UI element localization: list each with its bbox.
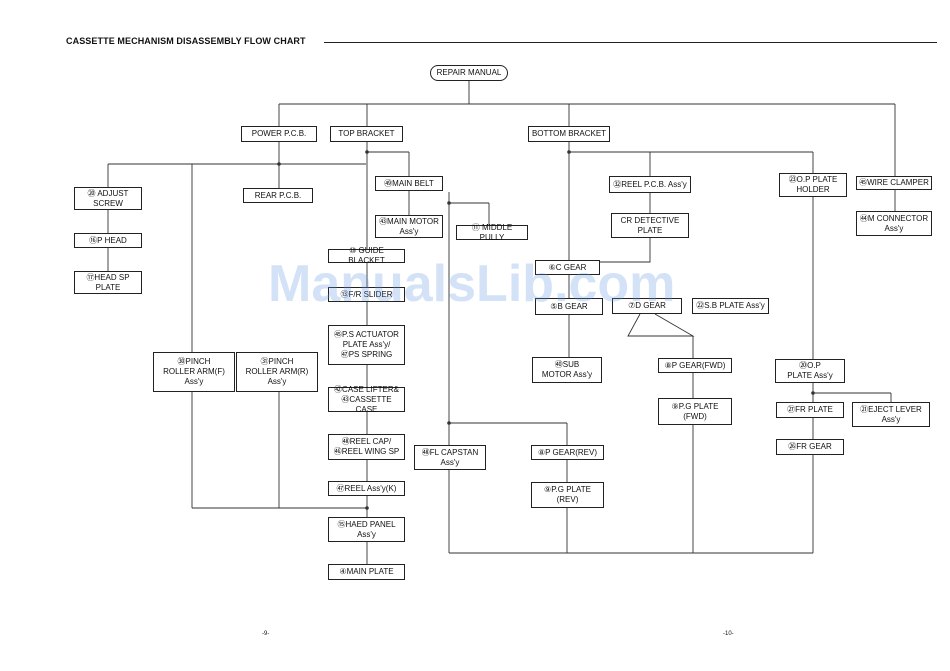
node-eject-lever: ㉑EJECT LEVER Ass'y	[852, 402, 930, 427]
node-sub-motor: ㊵SUB MOTOR Ass'y	[532, 357, 602, 383]
title-rule	[324, 42, 937, 43]
page-number-right: -10-	[723, 631, 734, 637]
node-adjust-screw: ⑳ ADJUST SCREW	[74, 187, 142, 210]
node-pinch-roller-f: ㉚PINCH ROLLER ARM(F) Ass'y	[153, 352, 235, 392]
node-pinch-roller-r: ㉛PINCH ROLLER ARM(R) Ass'y	[236, 352, 318, 392]
node-pg-plate-fwd: ⑨P.G PLATE (FWD)	[658, 398, 732, 425]
node-pg-plate-rev: ⑨P.G PLATE (REV)	[531, 482, 604, 508]
node-ps-actuator: ㊺P.S ACTUATOR PLATE Ass'y/ ㊼PS SPRING	[328, 325, 405, 365]
page-number-left: -9-	[262, 631, 270, 637]
node-head-sp-plate: ⑰HEAD SP PLATE	[74, 271, 142, 294]
node-guide-blacket: ⑩ GUIDE BLACKET	[328, 246, 405, 265]
node-repair-manual: REPAIR MANUAL	[430, 65, 508, 81]
node-p-gear-rev: ⑧P GEAR(REV)	[531, 445, 604, 460]
node-b-gear: ⑤B GEAR	[535, 298, 603, 315]
node-power-pcb: POWER P.C.B.	[241, 126, 317, 142]
node-d-gear: ⑦D GEAR	[612, 298, 682, 314]
node-p-head: ⑯P HEAD	[74, 233, 142, 248]
node-c-gear: ⑥C GEAR	[535, 260, 600, 275]
node-p-gear-fwd: ⑧P GEAR(FWD)	[658, 358, 732, 373]
node-op-plate-assy: ⑳O.P PLATE Ass'y	[775, 359, 845, 383]
page-title: CASSETTE MECHANISM DISASSEMBLY FLOW CHAR…	[66, 36, 306, 46]
node-reel-cap: ㊽REEL CAP/ ㊻REEL WING SP	[328, 434, 405, 460]
node-reel-pcb-assy: ㉜REEL P.C.B. Ass'y	[609, 176, 691, 193]
node-haed-panel: ⑮HAED PANEL Ass'y	[328, 517, 405, 542]
node-m-connector: ㊹M CONNECTOR Ass'y	[856, 211, 932, 236]
node-rear-pcb: REAR P.C.B.	[243, 188, 313, 203]
node-op-plate-holder: ㉓O.P PLATE HOLDER	[779, 173, 847, 197]
node-middle-pully: ⑪ MIDDLE PULLY	[456, 223, 528, 242]
node-bottom-bracket: BOTTOM BRACKET	[528, 126, 610, 142]
node-main-plate: ④MAIN PLATE	[328, 564, 405, 580]
node-sb-plate-assy: ㉒S.B PLATE Ass'y	[692, 298, 769, 314]
node-cr-detective-plate: CR DETECTIVE PLATE	[611, 213, 689, 238]
node-fr-gear: ㉖FR GEAR	[776, 439, 844, 455]
node-main-motor: ㊸MAIN MOTOR Ass'y	[375, 215, 443, 238]
node-case-lifter: ㊷CASE LIFTER& ㊸CASSETTE CASE	[328, 385, 405, 414]
node-wire-clamper: ㊺WIRE CLAMPER	[856, 176, 932, 190]
node-fr-slider: ⑬F/R SLIDER	[328, 287, 405, 302]
node-main-belt: ㊾MAIN BELT	[375, 176, 443, 191]
node-reel-assy-k: ㊼REEL Ass'y(K)	[328, 481, 405, 496]
node-fr-plate: ㉗FR PLATE	[776, 402, 844, 418]
node-top-bracket: TOP BRACKET	[330, 126, 403, 142]
node-fl-capstan: ㊽FL CAPSTAN Ass'y	[414, 445, 486, 470]
